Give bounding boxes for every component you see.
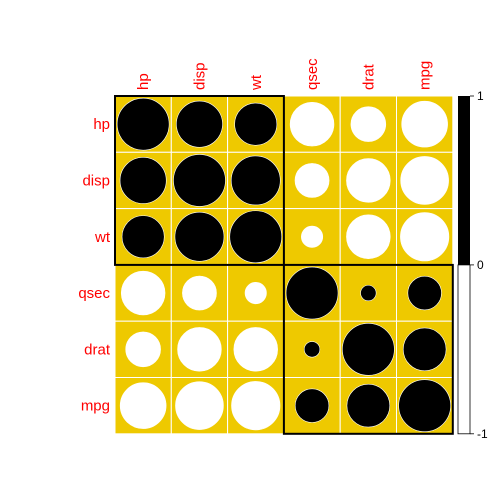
- corr-circle-disp-disp: [173, 154, 226, 207]
- corr-circle-qsec-mpg: [407, 275, 442, 311]
- corr-circle-drat-disp: [177, 327, 222, 372]
- corr-circle-disp-mpg: [400, 156, 449, 205]
- corr-circle-mpg-mpg: [398, 379, 451, 432]
- corr-circle-mpg-drat: [346, 383, 391, 428]
- colorbar-tick-label: 1: [477, 89, 484, 103]
- corr-circle-wt-wt: [229, 210, 283, 264]
- corr-circle-disp-qsec: [294, 163, 330, 198]
- column-label-drat: drat: [360, 63, 377, 90]
- corr-circle-drat-drat: [342, 323, 395, 376]
- colorbar-negative: [457, 264, 471, 435]
- corr-circle-qsec-hp: [120, 270, 166, 316]
- corr-circle-hp-mpg: [401, 100, 448, 148]
- column-label-wt: wt: [248, 74, 265, 91]
- corr-circle-mpg-disp: [175, 381, 224, 430]
- row-label-hp: hp: [93, 116, 110, 133]
- column-label-qsec: qsec: [304, 58, 321, 90]
- cluster-rect-2: [282, 263, 454, 435]
- colorbar-positive: [458, 96, 470, 265]
- row-label-drat: drat: [84, 341, 111, 358]
- cluster-rect-1: [114, 95, 285, 266]
- colorbar-tick-label: 0: [477, 258, 484, 272]
- corr-circle-disp-drat: [346, 158, 391, 203]
- corr-circle-qsec-drat: [360, 284, 377, 302]
- corr-circle-disp-hp: [119, 157, 167, 204]
- row-label-wt: wt: [94, 229, 111, 246]
- colorbar-legend: 1 0 -1: [457, 89, 488, 441]
- corr-circle-drat-mpg: [402, 327, 447, 372]
- corr-circle-qsec-disp: [182, 275, 217, 311]
- corr-circle-mpg-hp: [119, 382, 167, 429]
- matrix-grid: [114, 95, 454, 435]
- corr-circle-drat-wt: [233, 327, 278, 372]
- corr-circle-hp-disp: [176, 100, 223, 148]
- corr-circle-hp-qsec: [289, 101, 335, 147]
- column-label-hp: hp: [135, 73, 152, 90]
- corr-circle-wt-mpg: [400, 212, 450, 262]
- row-label-disp: disp: [82, 172, 110, 189]
- corr-circle-wt-hp: [121, 215, 165, 259]
- corr-circle-mpg-qsec: [294, 388, 330, 423]
- corr-circle-qsec-qsec: [285, 266, 339, 320]
- corr-circle-drat-qsec: [303, 341, 321, 358]
- corr-circle-wt-qsec: [301, 225, 324, 248]
- corr-circle-hp-drat: [350, 106, 387, 142]
- row-labels: hp disp wt qsec drat mpg: [78, 116, 111, 415]
- corr-circle-hp-hp: [116, 97, 170, 151]
- corr-circle-wt-disp: [174, 211, 225, 262]
- cluster-rectangles: [114, 95, 454, 435]
- corr-circle-qsec-wt: [244, 282, 267, 305]
- row-label-mpg: mpg: [81, 398, 110, 415]
- corr-circle-drat-hp: [125, 331, 161, 368]
- column-labels: hp disp wt qsec drat mpg: [135, 58, 434, 91]
- corr-circle-hp-wt: [234, 102, 278, 146]
- colorbar-tick-label: -1: [477, 427, 488, 441]
- corr-circle-mpg-wt: [231, 381, 281, 431]
- corr-circle-wt-drat: [346, 214, 391, 259]
- column-label-disp: disp: [191, 62, 208, 90]
- corr-circle-disp-wt: [230, 155, 281, 206]
- column-label-mpg: mpg: [417, 61, 434, 90]
- row-label-qsec: qsec: [78, 285, 110, 302]
